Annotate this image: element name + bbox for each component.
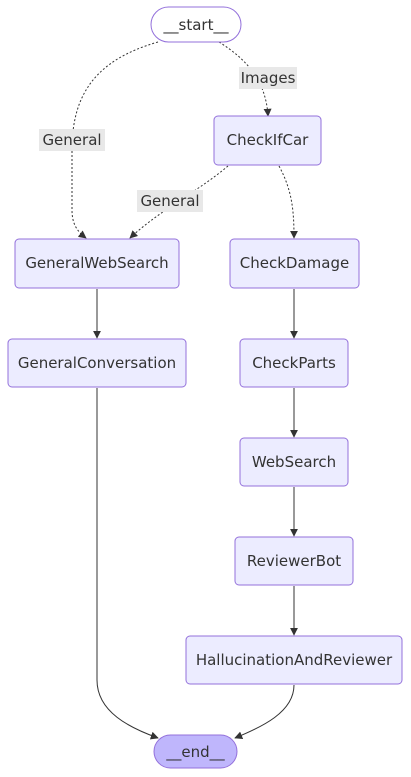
node-reviewer-bot-label: ReviewerBot: [247, 552, 341, 570]
node-web-search[interactable]: WebSearch: [239, 437, 349, 487]
node-end[interactable]: __end__: [153, 734, 238, 769]
node-check-if-car[interactable]: CheckIfCar: [213, 115, 322, 166]
edge-label-general-middle: General: [137, 190, 203, 212]
node-general-conversation[interactable]: GeneralConversation: [7, 338, 187, 388]
node-check-parts-label: CheckParts: [252, 354, 336, 372]
node-end-label: __end__: [165, 743, 225, 762]
node-hallucination-and-reviewer-label: HallucinationAndReviewer: [196, 651, 393, 669]
node-web-search-label: WebSearch: [252, 453, 336, 471]
node-check-damage[interactable]: CheckDamage: [229, 238, 360, 289]
edge-label-general-left-text: General: [42, 131, 101, 149]
node-general-web-search[interactable]: GeneralWebSearch: [14, 238, 180, 289]
edge-labels: Images General General: [39, 67, 297, 212]
node-start-shape: [150, 6, 242, 43]
node-check-if-car-label: CheckIfCar: [227, 131, 310, 149]
edge-check-if-car-to-check-damage: [278, 165, 298, 239]
edge-label-images: Images: [239, 67, 297, 89]
edge-general-conversation-to-end: [96, 388, 159, 740]
edges: [71, 41, 298, 740]
node-check-damage-label: CheckDamage: [240, 254, 349, 272]
edge-hallucination-and-reviewer-to-end: [234, 684, 295, 739]
edge-label-images-text: Images: [241, 69, 296, 87]
node-start-label: __start__: [163, 16, 229, 35]
node-reviewer-bot[interactable]: ReviewerBot: [234, 536, 354, 586]
node-end-shape: [153, 734, 238, 769]
edge-label-general-left: General: [39, 129, 105, 151]
edge-start-to-general-web-search: [71, 41, 159, 239]
node-check-parts[interactable]: CheckParts: [239, 338, 349, 388]
edge-check-if-car-to-general-web-search: [129, 165, 229, 239]
node-hallucination-and-reviewer[interactable]: HallucinationAndReviewer: [185, 635, 403, 685]
node-start[interactable]: __start__: [150, 6, 242, 43]
node-general-web-search-label: GeneralWebSearch: [25, 254, 168, 272]
edge-start-to-check-if-car: [218, 41, 272, 117]
nodes: __start__ CheckIfCar GeneralWebSearch Ch…: [7, 6, 403, 769]
edge-label-general-middle-text: General: [140, 192, 199, 210]
node-general-conversation-label: GeneralConversation: [18, 354, 176, 372]
